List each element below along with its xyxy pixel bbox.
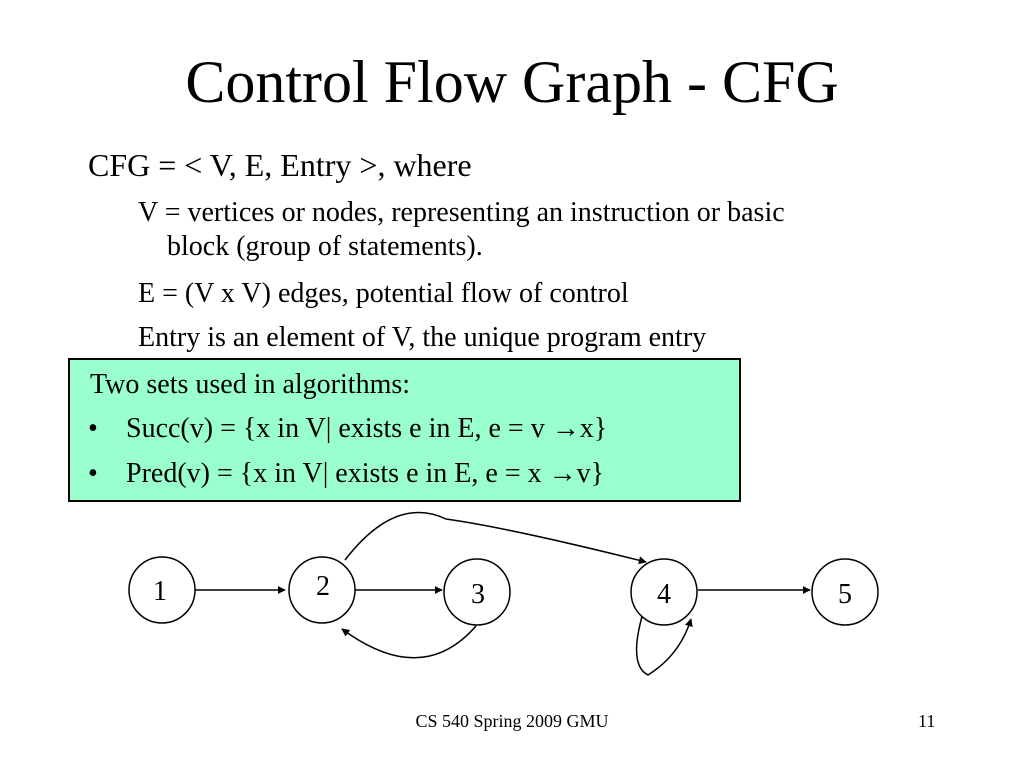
edges-definition: E = (V x V) edges, potential flow of con… xyxy=(138,278,629,309)
entry-definition: Entry is an element of V, the unique pro… xyxy=(138,322,707,353)
slide-footer: CS 540 Spring 2009 GMU xyxy=(415,711,609,731)
node-5-label: 5 xyxy=(838,579,852,610)
node-4: 4 xyxy=(630,558,698,626)
edge-4-self-loop xyxy=(635,612,693,676)
vertices-definition-line2: block (group of statements). xyxy=(167,231,483,262)
vertices-definition-line1: V = vertices or nodes, representing an i… xyxy=(138,197,785,228)
page-number: 11 xyxy=(918,711,936,731)
cfg-definition: CFG = < V, E, Entry >, where xyxy=(88,147,472,183)
succ-definition: Succ(v) = {x in V| exists e in E, e = v … xyxy=(126,413,608,444)
sets-title: Two sets used in algorithms: xyxy=(90,369,411,400)
edge-3-2 xyxy=(341,625,477,659)
node-4-label: 4 xyxy=(657,579,671,610)
node-5: 5 xyxy=(811,558,879,626)
sets-callout-box: Two sets used in algorithms: • Succ(v) =… xyxy=(68,358,741,502)
node-3-label: 3 xyxy=(471,579,485,610)
bullet-icon: • xyxy=(88,413,98,444)
bullet-icon: • xyxy=(88,458,98,489)
node-1-label: 1 xyxy=(153,576,167,607)
node-1: 1 xyxy=(128,556,196,624)
node-2-label: 2 xyxy=(316,571,330,602)
node-2: 2 xyxy=(288,556,356,624)
edge-2-4 xyxy=(344,511,647,565)
slide-title: Control Flow Graph - CFG xyxy=(185,49,839,115)
cfg-diagram: 1 2 3 4 5 xyxy=(128,511,879,676)
pred-definition: Pred(v) = {x in V| exists e in E, e = x … xyxy=(126,458,605,489)
node-3: 3 xyxy=(443,558,511,626)
